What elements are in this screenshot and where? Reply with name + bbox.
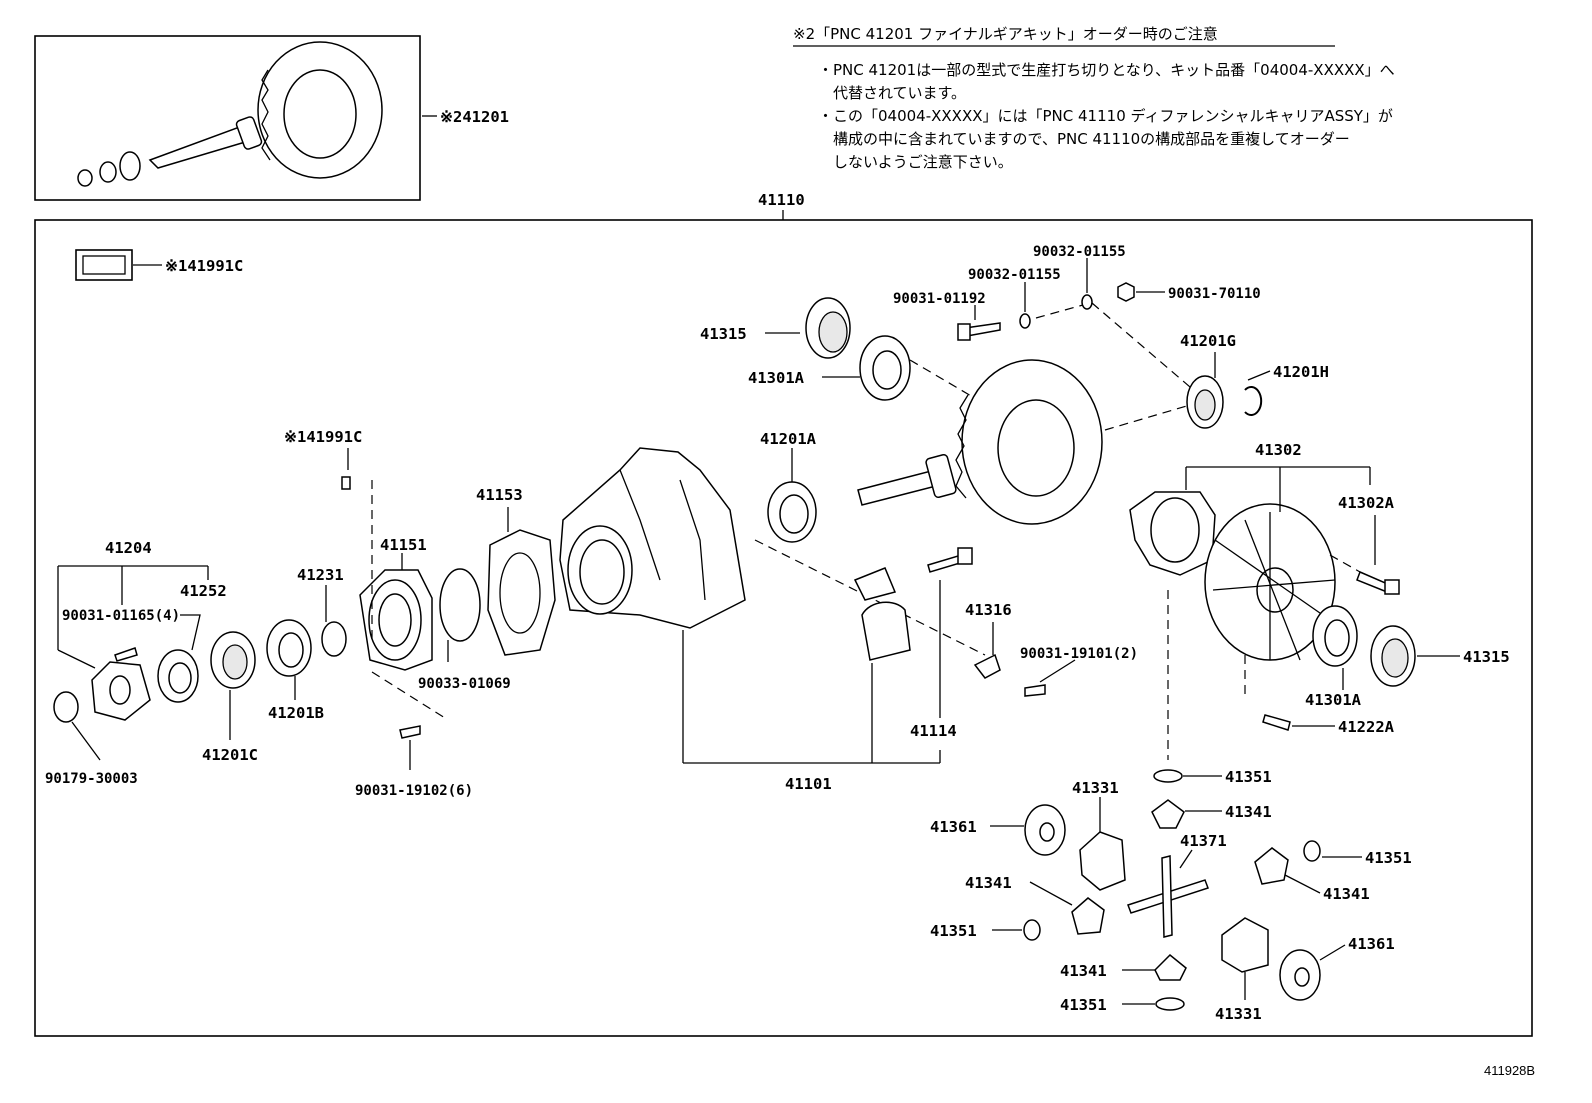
note-line-2: 代替されています。 — [818, 84, 966, 102]
label-90179-30003: 90179-30003 — [45, 771, 138, 787]
ring-gear-kit-drawing — [77, 41, 383, 187]
label-41301a-top: 41301A — [748, 369, 805, 387]
label-41201g: 41201G — [1180, 332, 1236, 350]
part-41316: 41316 90031-19101(2) — [965, 601, 1138, 697]
label-41351-a: 41351 — [1225, 768, 1272, 786]
label-41201c: 41201C — [202, 746, 258, 764]
label-41231: 41231 — [297, 566, 344, 584]
label-90031-19101: 90031-19101(2) — [1020, 646, 1138, 662]
order-note: ※2「PNC 41201 ファイナルギアキット」オーダー時のご注意 ・PNC 4… — [793, 25, 1395, 171]
assembly-label: 41110 — [758, 191, 805, 209]
label-41316: 41316 — [965, 601, 1012, 619]
gasket-ref: ※141991C — [75, 249, 243, 281]
label-41371: 41371 — [1180, 832, 1227, 850]
label-41341-b: 41341 — [1323, 885, 1370, 903]
note-title: ※2「PNC 41201 ファイナルギアキット」オーダー時のご注意 — [793, 25, 1218, 43]
note-line-5: しないようご注意下さい。 — [818, 153, 1013, 171]
label-41315-b: 41315 — [1463, 648, 1510, 666]
label-41153: 41153 — [476, 486, 523, 504]
differential-case: 41302 41302A 41301A 41315 41222A — [1129, 441, 1510, 760]
kit-part-label: ※241201 — [440, 108, 509, 126]
note-line-1: ・PNC 41201は一部の型式で生産打ち切りとなり、キット品番「04004-X… — [818, 61, 1395, 79]
label-41351-d: 41351 — [1060, 996, 1107, 1014]
label-90031-01165: 90031-01165(4) — [62, 608, 180, 624]
label-41361-a: 41361 — [930, 818, 977, 836]
gasket-ref-label: ※141991C — [165, 257, 243, 275]
diff-gears: 41351 41341 41331 41361 41371 41351 4134… — [930, 768, 1412, 1023]
label-90031-70110: 90031-70110 — [1168, 286, 1261, 302]
label-41991c-mid: ※141991C — [284, 428, 362, 446]
label-90031-01192: 90031-01192 — [893, 291, 986, 307]
label-41315-a: 41315 — [700, 325, 747, 343]
label-41201a: 41201A — [760, 430, 817, 448]
label-41252: 41252 — [180, 582, 227, 600]
label-41151: 41151 — [380, 536, 427, 554]
label-90033-01069: 90033-01069 — [418, 676, 511, 692]
label-41114: 41114 — [910, 722, 957, 740]
label-41301a-bot: 41301A — [1305, 691, 1362, 709]
upper-parts: 41315 41301A 90031-01192 90032-01155 900… — [700, 244, 1329, 525]
label-41341-a: 41341 — [1225, 803, 1272, 821]
label-90032-01155-a: 90032-01155 — [968, 267, 1061, 283]
label-41101: 41101 — [785, 775, 832, 793]
label-90032-01155-b: 90032-01155 — [1033, 244, 1126, 260]
note-line-4: 構成の中に含まれていますので、PNC 41110の構成部品を重複してオーダー — [818, 130, 1350, 148]
label-41331-b: 41331 — [1215, 1005, 1262, 1023]
label-41222a: 41222A — [1338, 718, 1395, 736]
label-90031-19102: 90031-19102(6) — [355, 783, 473, 799]
bearing-caps: 41114 — [853, 547, 973, 763]
carrier-housing — [559, 447, 746, 763]
label-41351-b: 41351 — [1365, 849, 1412, 867]
bracket-41101: 41101 — [683, 750, 941, 793]
kit-box: ※241201 — [34, 35, 509, 201]
label-41331-a: 41331 — [1072, 779, 1119, 797]
label-41201h: 41201H — [1273, 363, 1329, 381]
label-41204: 41204 — [105, 539, 152, 557]
label-41201b: 41201B — [268, 704, 324, 722]
label-41361-b: 41361 — [1348, 935, 1395, 953]
note-line-3: ・この「04004-XXXXX」には「PNC 41110 ディファレンシャルキャ… — [818, 107, 1393, 125]
label-41351-c: 41351 — [930, 922, 977, 940]
left-parts: 41153 90033-01069 41151 ※141991C 41231 4… — [45, 428, 556, 799]
label-41302: 41302 — [1255, 441, 1302, 459]
label-41302a: 41302A — [1338, 494, 1395, 512]
part-41201a: 41201A — [754, 430, 986, 656]
label-41341-d: 41341 — [1060, 962, 1107, 980]
assembly-frame — [34, 219, 1533, 1037]
label-41341-c: 41341 — [965, 874, 1012, 892]
reference-code: 411928B — [1484, 1063, 1535, 1078]
